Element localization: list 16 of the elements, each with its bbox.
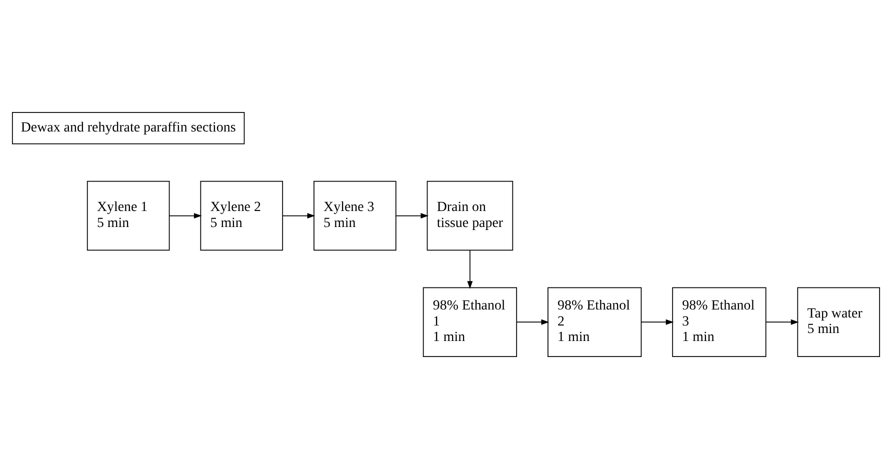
arrow [282, 212, 316, 218]
arrow [516, 318, 550, 324]
arrow [640, 318, 674, 324]
node-box: Xylene 1 5 min [86, 180, 170, 250]
node-box: Dewax and rehydrate paraffin sections [12, 112, 245, 144]
node-box: Xylene 3 5 min [314, 180, 396, 250]
arrow [169, 212, 202, 218]
node-box: Tap water 5 min [797, 286, 880, 356]
node-box: Drain on tissue paper [426, 180, 514, 250]
arrow [467, 249, 473, 288]
arrow [396, 212, 429, 218]
arrow [765, 318, 799, 324]
node-box: 98% Ethanol 3 1 min [672, 286, 766, 356]
node-box: Xylene 2 5 min [200, 180, 284, 250]
node-box: 98% Ethanol 2 1 min [548, 286, 642, 356]
node-box: 98% Ethanol 1 1 min [422, 286, 518, 356]
